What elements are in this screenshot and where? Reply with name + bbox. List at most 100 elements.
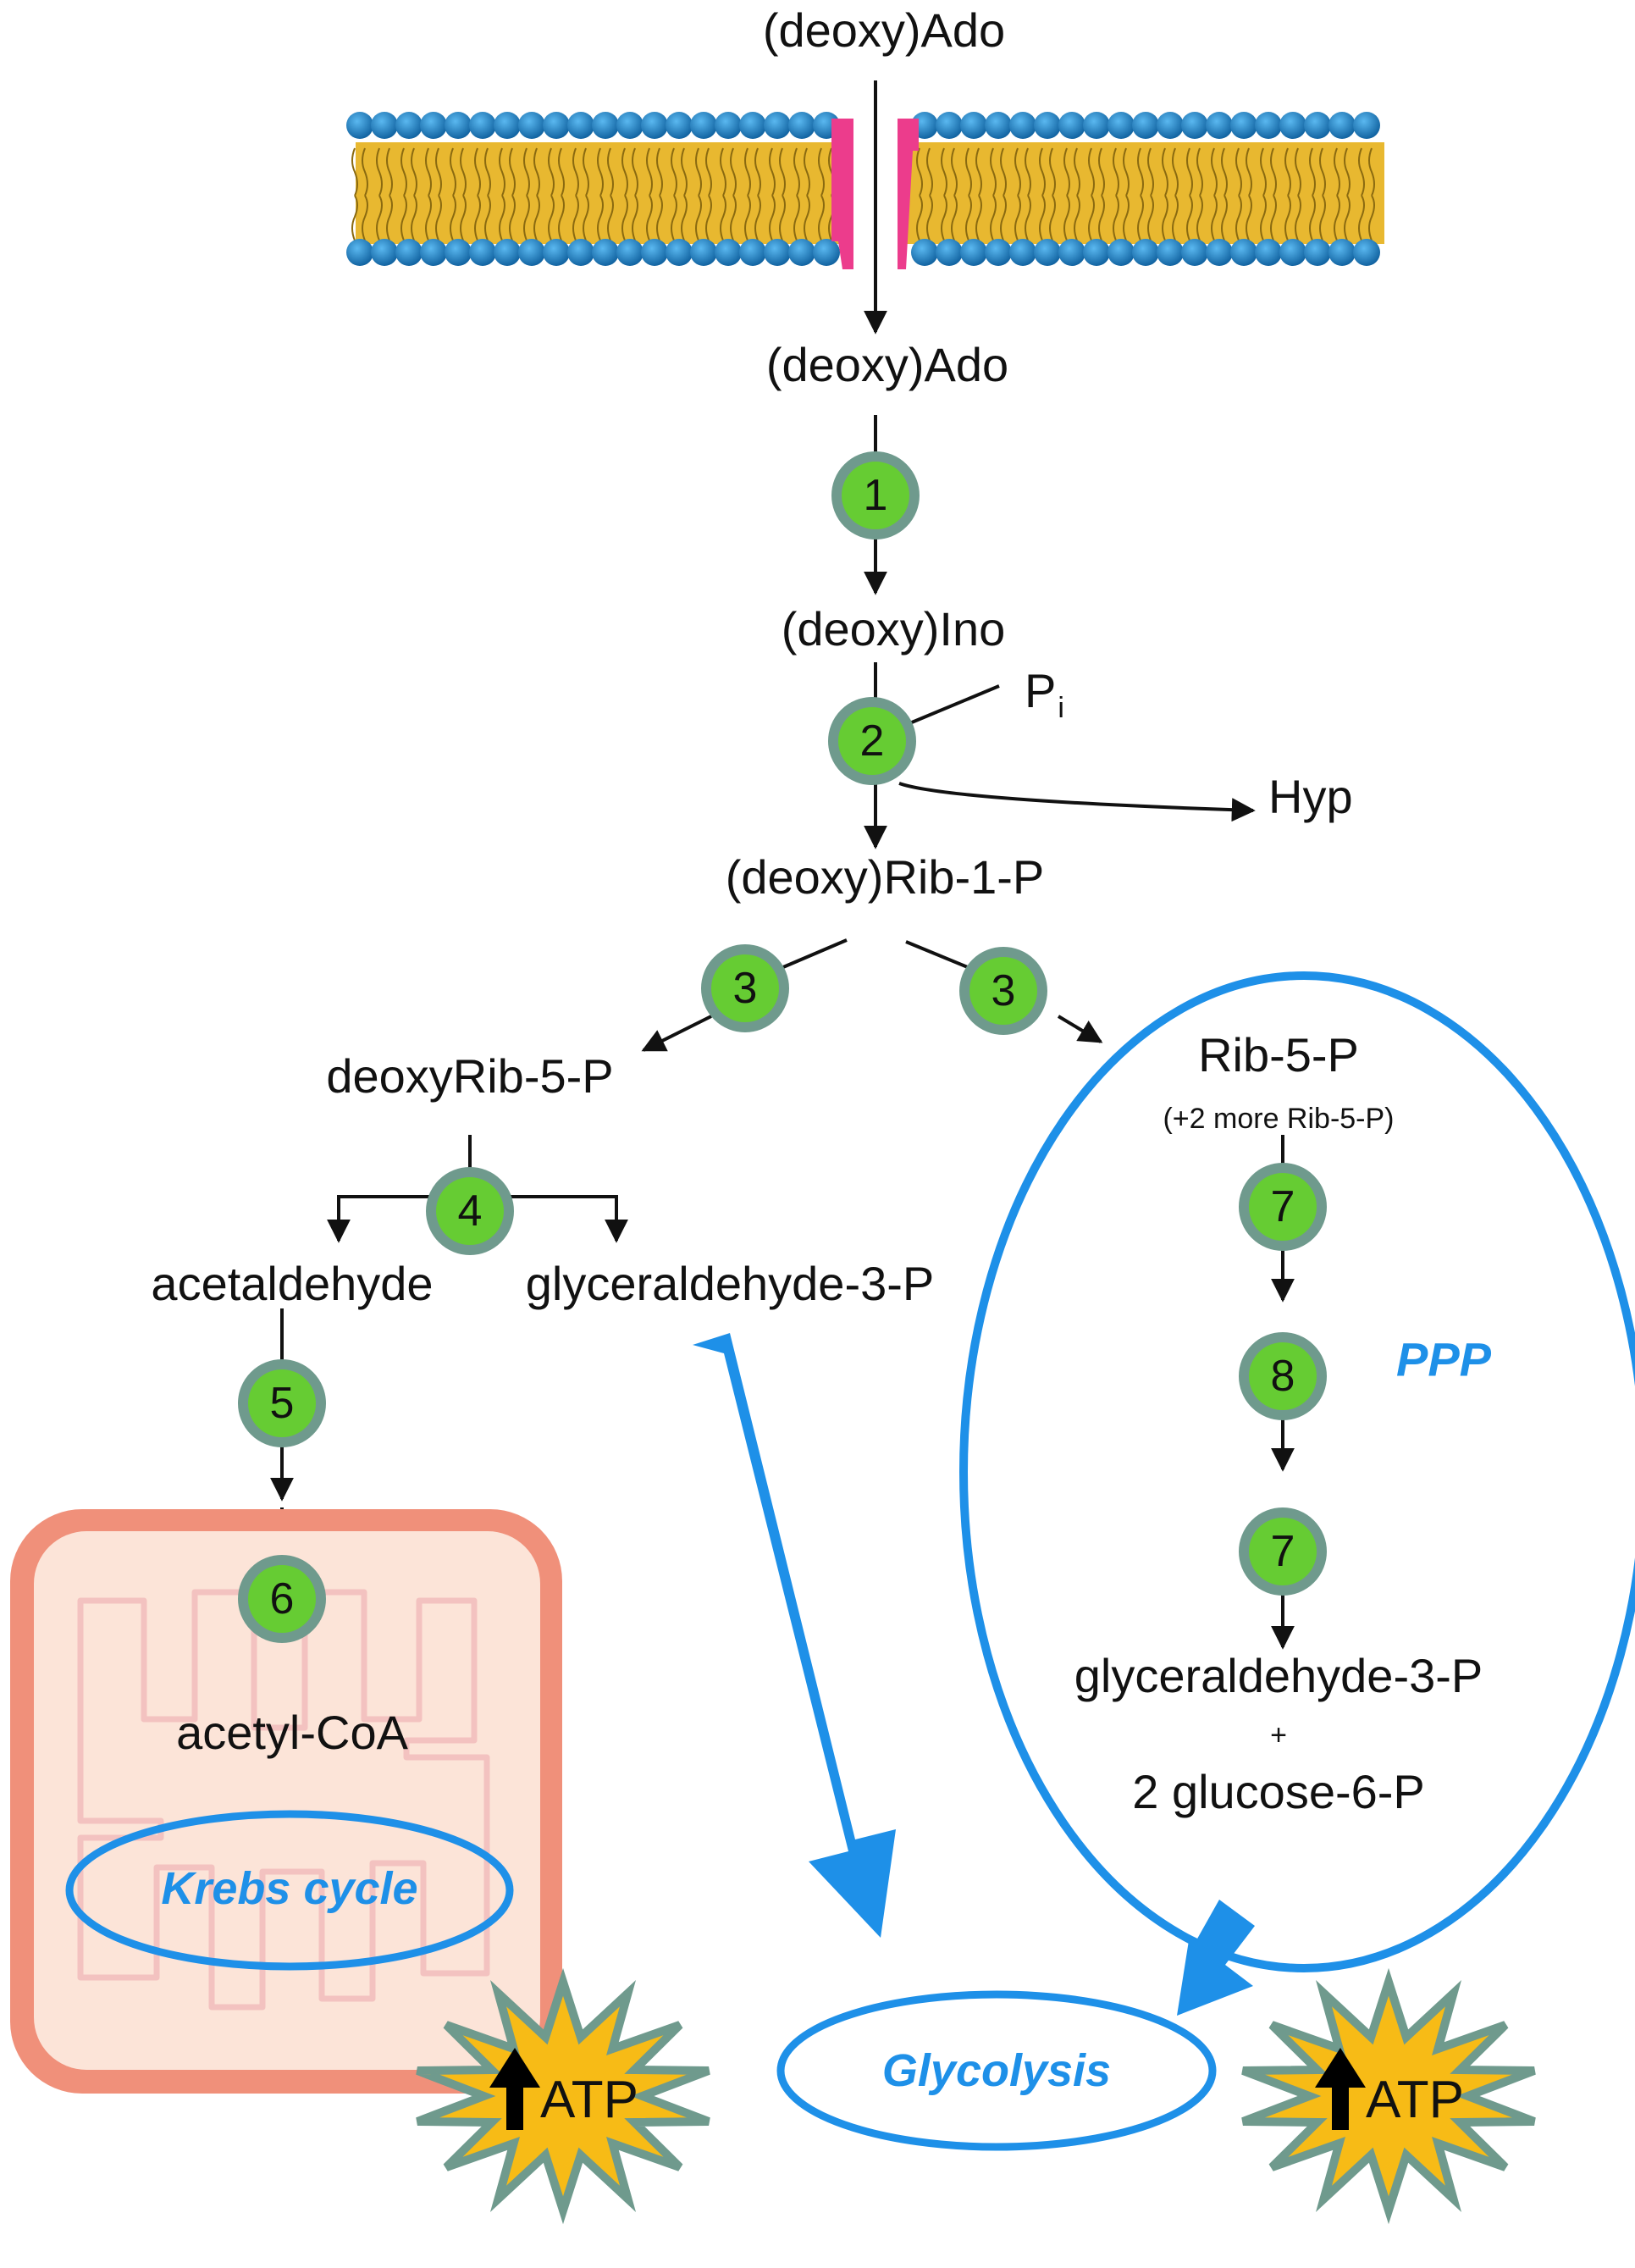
metabolite-pi: Pi [1025,664,1064,724]
plus-sign: + [1270,1719,1287,1751]
metabolite-ado-out: (deoxy)Ado [763,3,1005,57]
metabolite-more-rib5p: (+2 more Rib-5-P) [1163,1103,1394,1135]
krebs-cycle-oval [65,1810,514,1971]
metabolite-g3p-left: glyceraldehyde-3-P [526,1257,934,1310]
glycolysis-label: Glycolysis [882,2045,1111,2096]
lipid-head [346,112,373,139]
lipid-tail [1113,147,1130,241]
step-5: 5 [238,1359,326,1447]
step-3a: 3 [701,944,789,1032]
lipid-head [1255,239,1282,266]
lipid-tail [572,147,589,241]
mito-cristae [77,1589,490,2011]
lipid-head [494,239,521,266]
lipid-tail [695,147,712,241]
svg-text:6: 6 [270,1574,295,1624]
lipid-head [567,112,594,139]
glycolysis-arrows [693,1333,1255,2016]
lipid-head [960,112,987,139]
step-7b: 7 [1239,1507,1327,1596]
lipid-head [1230,112,1257,139]
lipid-head [518,112,545,139]
atp-label-left: ATP [540,2071,638,2129]
lipid-head [1058,239,1085,266]
transporter-left [831,119,853,269]
step-4: 4 [426,1167,514,1255]
metabolite-rib1p: (deoxy)Rib-1-P [726,850,1045,904]
lipid-head [1083,239,1110,266]
lipid-tail [671,147,688,241]
lipid-head [788,239,815,266]
lipid-head [985,112,1012,139]
step-2: 2 [828,697,916,785]
lipid-head [1255,112,1282,139]
lipid-head [666,112,693,139]
lipid-head [1034,112,1061,139]
metabolite-ado-in: (deoxy)Ado [766,338,1008,391]
lipid-head [395,239,423,266]
lipid-head [1034,239,1061,266]
metabolite-labels: (deoxy)Ado (deoxy)Ado (deoxy)Ino Pi Hyp … [151,3,1483,1818]
lipid-head [346,239,373,266]
line-rib1p-to-step3a [782,938,848,969]
svg-text:1: 1 [864,471,888,520]
lipid-head [469,112,496,139]
lipid-tail [1358,147,1375,241]
ppp-ellipse [959,971,1635,1972]
lipid-tail [1235,147,1252,241]
step-3b: 3 [959,947,1047,1035]
lipid-heads-bottom [346,239,1380,266]
metabolite-ino: (deoxy)Ino [782,602,1006,656]
lipid-tail [744,147,761,241]
enzyme-steps: 1 2 3 3 4 5 6 7 8 7 [238,451,1327,1643]
connectors [270,80,1295,1698]
lipid-head [1304,112,1331,139]
lipid-head [1083,112,1110,139]
starburst-shape [1241,1967,1536,2225]
lipid-tail [720,147,737,241]
lipid-tail [1014,147,1031,241]
lipid-head [641,112,668,139]
lipid-tails [351,147,1375,241]
cell-membrane [346,106,1384,275]
lipid-tail [499,147,516,241]
lipid-head [690,239,717,266]
svg-text:4: 4 [458,1187,483,1236]
lipid-head [985,239,1012,266]
lipid-head [1132,112,1159,139]
lipid-tail [474,147,491,241]
lipid-head [395,112,423,139]
up-arrow-icon [1315,2048,1366,2130]
lipid-tail [941,147,958,241]
lipid-head [445,239,472,266]
krebs-cycle-label: Krebs cycle [161,1863,417,1914]
lipid-head [1058,112,1085,139]
lipid-head [739,112,766,139]
lipid-head [715,112,742,139]
arrow-step4-to-acetaldehyde [327,1195,436,1243]
lipid-head [1206,239,1233,266]
lipid-head [1107,112,1135,139]
lipid-head [788,112,815,139]
lipid-head [1107,239,1135,266]
lipid-head [371,239,398,266]
lipid-head [813,239,840,266]
atp-burst-left: ATP [416,1967,710,2225]
lipid-tail [450,147,467,241]
atp-label-right: ATP [1366,2071,1464,2129]
up-arrow-icon [489,2048,540,2130]
lipid-head [936,239,963,266]
lipid-head [616,112,644,139]
metabolite-acetaldehyde: acetaldehyde [151,1257,433,1310]
lipid-head [666,239,693,266]
lipid-tail [1334,147,1351,241]
lipid-head [592,112,619,139]
lipid-head [543,239,570,266]
lipid-head [1279,239,1306,266]
atp-burst-right: ATP [1241,1967,1536,2225]
lipid-tail [1211,147,1228,241]
lipid-tail [1309,147,1326,241]
glycolysis-oval [776,1990,1217,2151]
lipid-head [764,239,791,266]
